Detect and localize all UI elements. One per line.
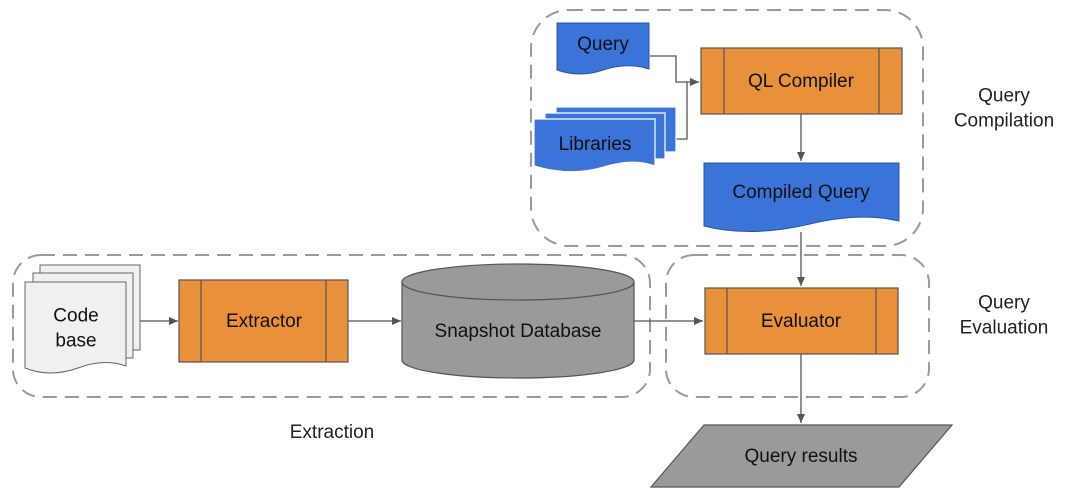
node-ql-compiler: QL Compiler xyxy=(700,47,903,115)
node-extractor: Extractor xyxy=(178,279,349,363)
node-extractor-label: Extractor xyxy=(226,311,303,332)
arrow-libraries-to-compiler xyxy=(676,82,688,140)
node-evaluator: Evaluator xyxy=(704,287,899,355)
node-snapshot-database: Snapshot Database xyxy=(401,263,635,379)
node-libraries: Libraries xyxy=(533,106,677,173)
node-evaluator-label: Evaluator xyxy=(761,311,842,332)
group-compilation-border xyxy=(530,9,924,247)
group-extraction-label: Extraction xyxy=(290,422,374,443)
node-query-results-label: Query results xyxy=(745,446,858,467)
group-evaluation-border xyxy=(665,254,930,398)
node-libraries-label: Libraries xyxy=(559,134,632,155)
node-ql-compiler-label: QL Compiler xyxy=(748,71,855,92)
group-extraction-border xyxy=(12,254,651,398)
node-query: Query xyxy=(556,22,650,75)
node-compiled-query: Compiled Query xyxy=(703,162,900,233)
node-snapshot-database-label: Snapshot Database xyxy=(435,321,602,342)
node-query-results: Query results xyxy=(649,424,954,488)
arrow-query-to-compiler xyxy=(650,55,699,86)
node-compiled-query-label: Compiled Query xyxy=(732,182,870,203)
node-query-label: Query xyxy=(577,34,629,55)
